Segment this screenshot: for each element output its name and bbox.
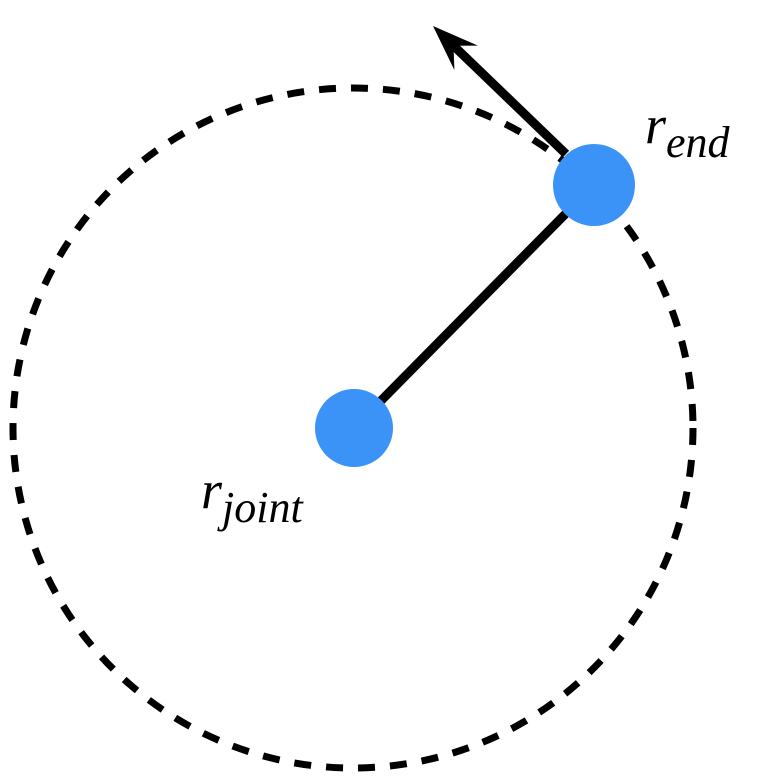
label-r-joint-base: r bbox=[201, 460, 223, 520]
label-r-end: rend bbox=[645, 95, 731, 167]
rigid-link bbox=[350, 181, 598, 432]
velocity-vector-shaft bbox=[448, 40, 570, 158]
joint-marker bbox=[315, 389, 393, 467]
label-r-end-subscript: end bbox=[666, 118, 731, 167]
velocity-vector-arrowhead bbox=[433, 26, 478, 71]
label-r-joint: rjoint bbox=[201, 460, 304, 532]
end-effector-marker bbox=[553, 144, 635, 226]
reachable-workspace-circle bbox=[9, 84, 697, 772]
label-r-end-base: r bbox=[645, 95, 667, 155]
label-r-joint-subscript: joint bbox=[217, 483, 304, 532]
